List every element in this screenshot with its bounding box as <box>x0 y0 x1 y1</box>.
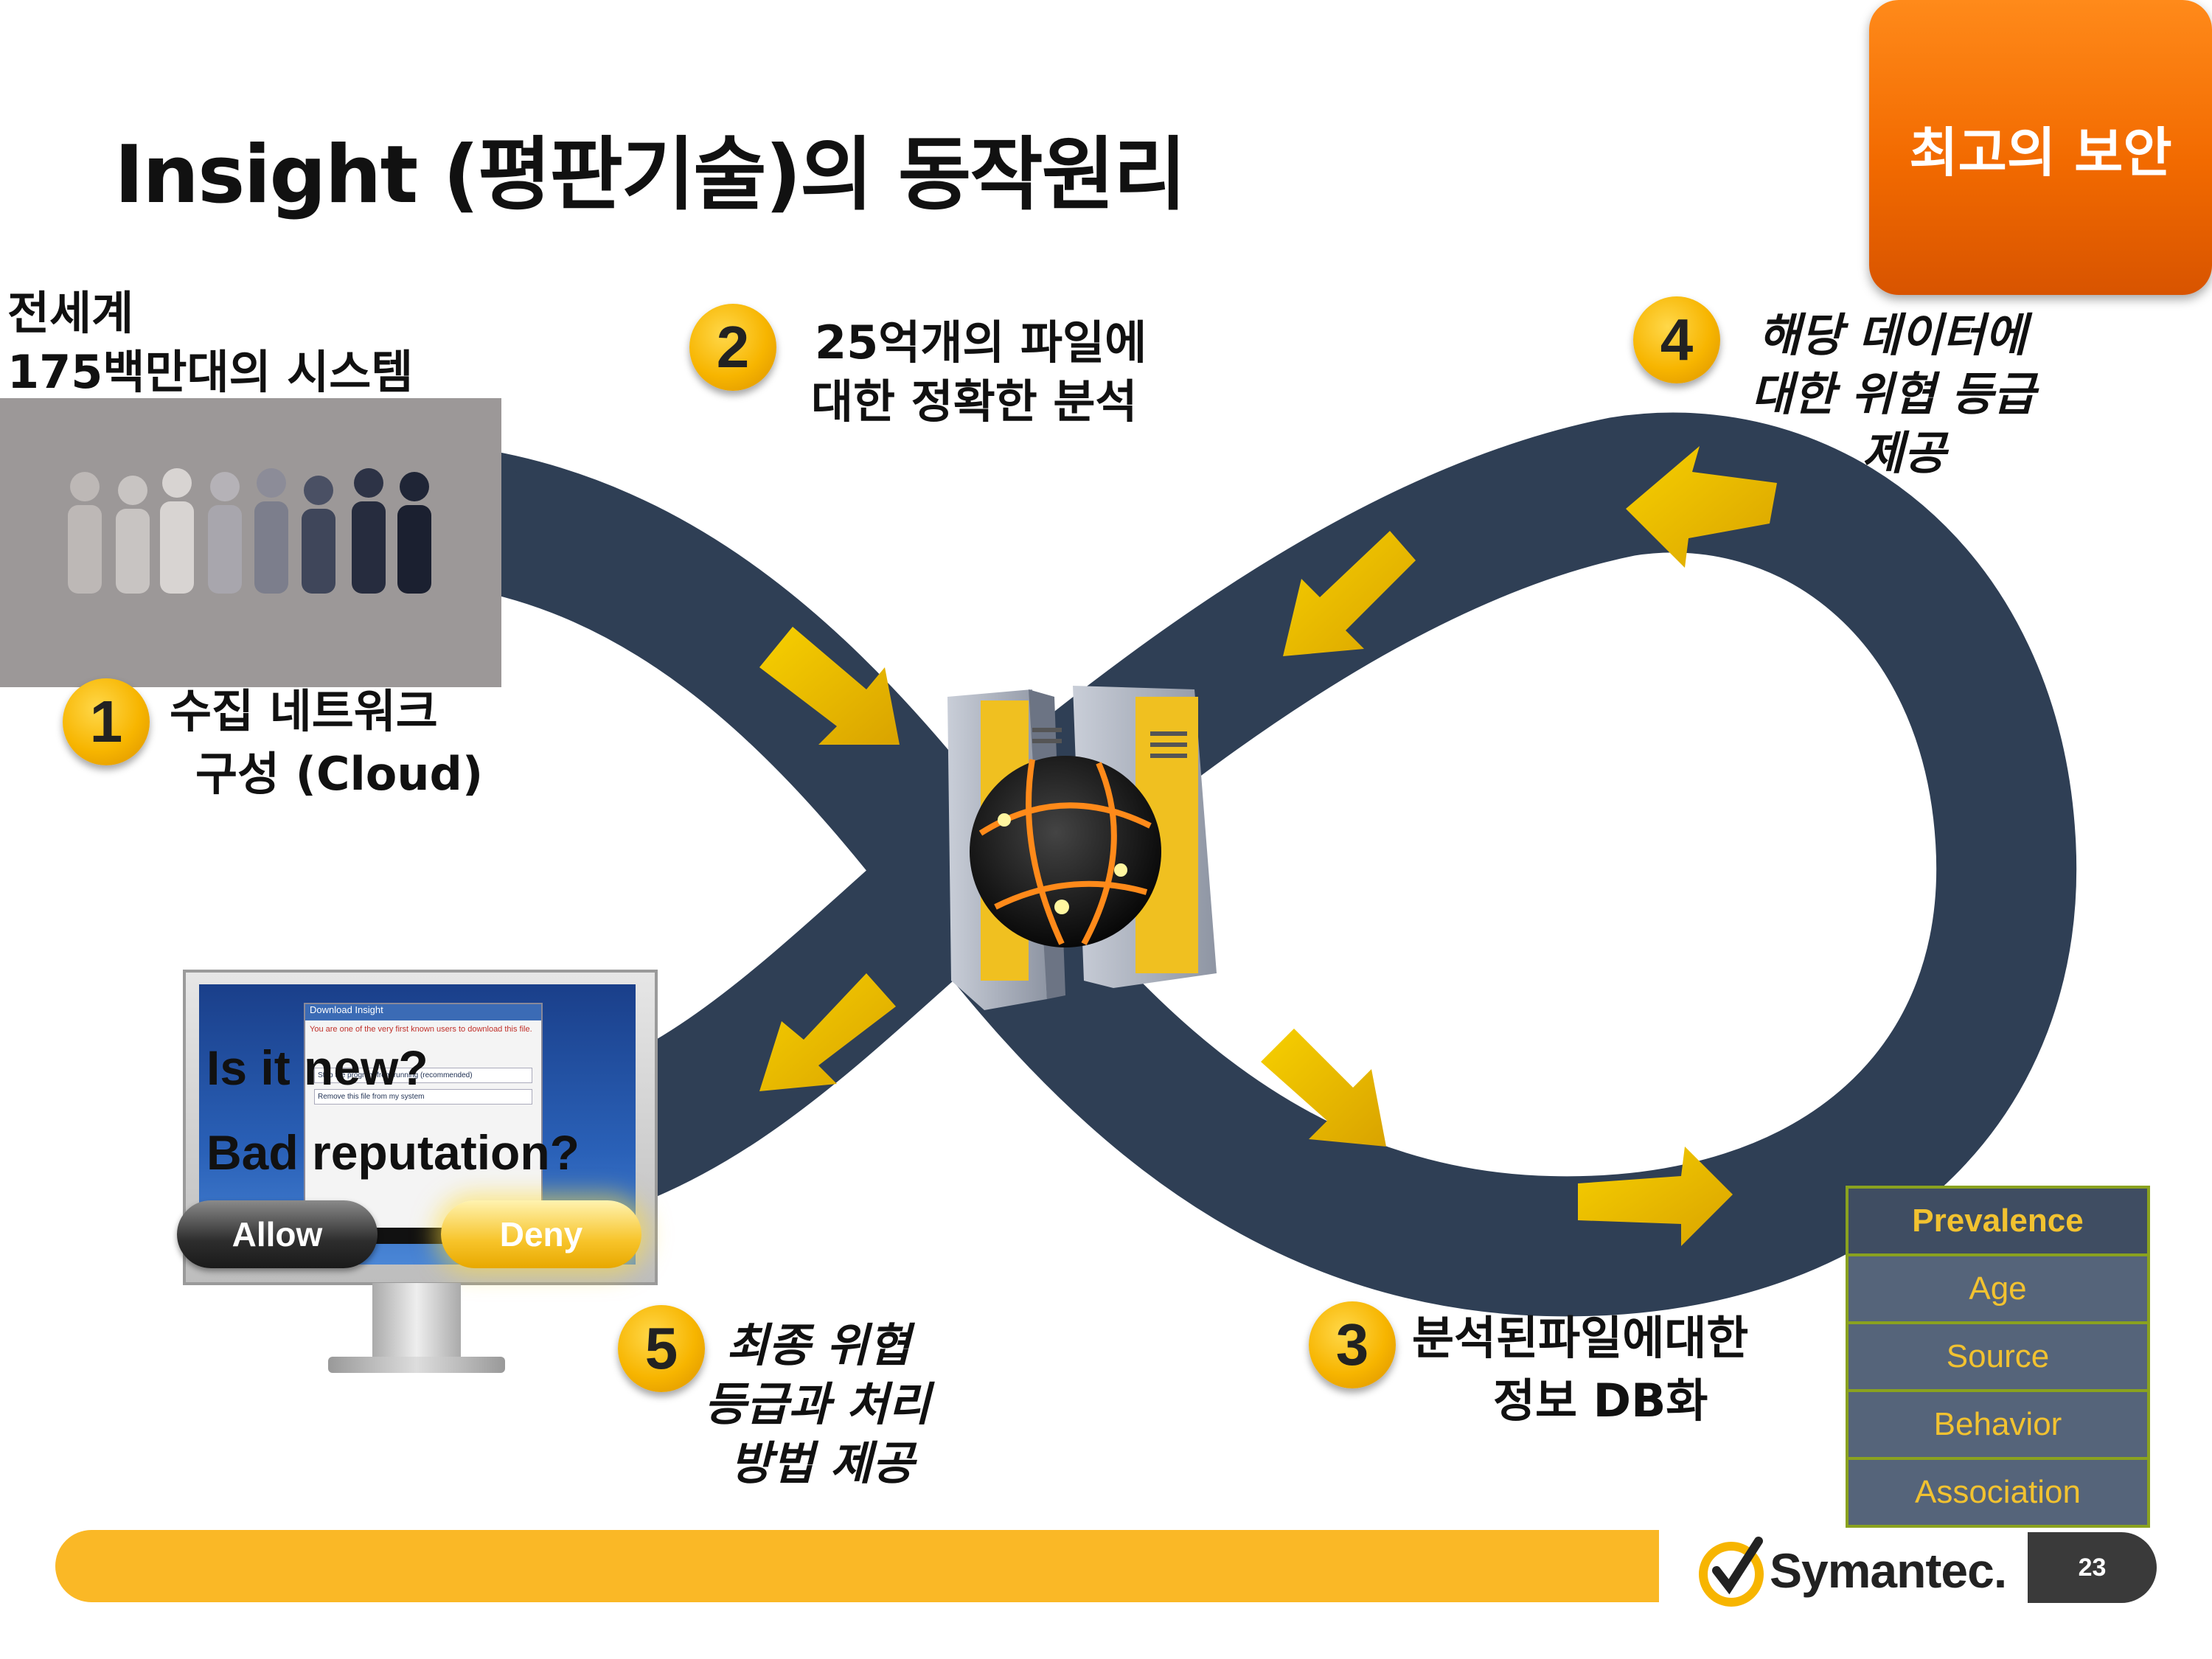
option-stop[interactable]: Stop the program from running (recommend… <box>314 1068 532 1083</box>
window-titlebar: Download Insight <box>305 1004 541 1020</box>
arrow-top-right <box>1626 446 1777 568</box>
deny-button[interactable]: Deny <box>441 1200 641 1268</box>
footer-bar <box>55 1530 1659 1602</box>
arrow-left-bottom <box>759 973 896 1091</box>
symantec-logo: Symantec. <box>1696 1537 2007 1607</box>
step-2-label-line2: 대한 정확한 분석 <box>811 375 1138 428</box>
step-4-number: 4 <box>1633 296 1720 383</box>
step-2-label-line1: 25억개의 파일에 <box>815 316 1147 369</box>
flow-arrows <box>759 446 1777 1246</box>
question-new: Is it new? <box>206 1040 428 1095</box>
population-label-line1: 전세계 <box>7 286 134 340</box>
step-1-number: 1 <box>63 678 150 765</box>
security-badge: 최고의 보안 <box>1869 0 2212 295</box>
allow-button[interactable]: Allow <box>177 1200 378 1268</box>
monitor-base <box>328 1357 505 1373</box>
page-title: Insight (평판기술)의 동작원리 <box>114 129 1186 221</box>
logo-text: Symantec. <box>1770 1543 2007 1598</box>
step-5-label-line3: 방법 제공 <box>730 1436 914 1490</box>
factor-age: Age <box>1846 1256 2150 1324</box>
step-2-number: 2 <box>689 304 776 391</box>
arrow-left-top <box>759 627 900 745</box>
globe-icon <box>970 756 1161 947</box>
arrow-right-top <box>1283 531 1416 656</box>
step-5-label-line1: 최종 위협 <box>726 1318 911 1372</box>
factor-association: Association <box>1846 1460 2150 1528</box>
slider-track <box>369 1228 450 1244</box>
people-icon <box>68 468 431 594</box>
people-graphic <box>0 398 501 687</box>
warning-text: You are one of the very first known user… <box>310 1025 532 1034</box>
step-4-label-line3: 제공 <box>1862 426 1947 480</box>
question-reputation: Bad reputation? <box>206 1125 580 1180</box>
checkmark-logo-icon <box>1699 1537 1764 1607</box>
step-5-number: 5 <box>618 1305 705 1392</box>
option-remove[interactable]: Remove this file from my system <box>314 1089 532 1105</box>
step-4-label-line2: 대한 위협 등급 <box>1751 367 2036 421</box>
factor-prevalence: Prevalence <box>1846 1186 2150 1256</box>
infinity-road <box>446 412 2077 1317</box>
arrow-right-bottom <box>1261 1029 1386 1147</box>
download-insight-window: Download Insight You are one of the very… <box>304 1003 543 1234</box>
factor-source: Source <box>1846 1324 2150 1392</box>
step-4-label-line1: 해당 데이터에 <box>1759 308 2027 362</box>
step-3-label-line2: 정보 DB화 <box>1493 1374 1708 1427</box>
page-number: 23 <box>2028 1532 2157 1603</box>
factor-behavior: Behavior <box>1846 1392 2150 1460</box>
step-1-label-line1: 수집 네트워크 <box>170 684 438 738</box>
step-1-label-line2: 구성 (Cloud) <box>195 747 484 801</box>
step-5-label-line2: 등급과 처리 <box>704 1377 931 1431</box>
step-3-number: 3 <box>1309 1301 1396 1388</box>
reputation-factors: Prevalence Age Source Behavior Associati… <box>1846 1186 2150 1528</box>
step-3-label-line1: 분석된파일에대한 <box>1412 1311 1749 1365</box>
population-label-line2: 175백만대의 시스템 <box>7 345 414 399</box>
arrow-bottom-right <box>1578 1147 1733 1246</box>
